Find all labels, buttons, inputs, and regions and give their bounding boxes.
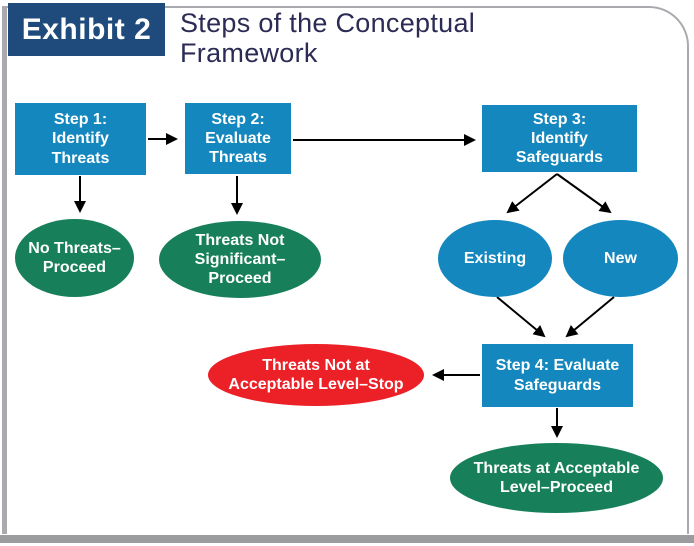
page-title: Steps of the Conceptual Framework [180, 8, 476, 69]
arrow-existing-step4 [496, 296, 546, 338]
node-no-threats-proceed-label: No Threats– Proceed [28, 239, 121, 276]
node-step4-label: Step 4: Evaluate Safeguards [495, 357, 620, 394]
node-threats-at-acceptable-level-proceed: Threats at Acceptable Level–Proceed [450, 443, 663, 513]
node-step1: Step 1: Identify Threats [15, 103, 146, 175]
arrow-new-step4 [565, 296, 615, 338]
arrow-step3-new [556, 173, 612, 214]
node-step2: Step 2: Evaluate Threats [185, 103, 291, 174]
node-threats-not-significant-proceed-label: Threats Not Significant– Proceed [194, 231, 286, 288]
node-step2-label: Step 2: Evaluate Threats [205, 110, 271, 167]
card-bottom-bar [0, 535, 694, 543]
node-threats-not-at-acceptable-level-stop-label: Threats Not at Acceptable Level–Stop [228, 356, 404, 393]
node-existing-label: Existing [463, 249, 527, 267]
node-step1-label: Step 1: Identify Threats [51, 111, 110, 167]
node-step3-label: Step 3: Identify Safeguards [515, 110, 604, 167]
node-new: New [563, 220, 678, 297]
arrow-step3-existing [506, 173, 558, 214]
node-threats-not-significant-proceed: Threats Not Significant– Proceed [159, 221, 321, 298]
node-step3: Step 3: Identify Safeguards [482, 105, 637, 172]
node-threats-at-acceptable-level-proceed-label: Threats at Acceptable Level–Proceed [473, 459, 640, 496]
exhibit-badge: Exhibit 2 [8, 3, 165, 56]
node-no-threats-proceed: No Threats– Proceed [15, 219, 134, 297]
node-new-label: New [604, 249, 637, 267]
exhibit-badge-label: Exhibit 2 [21, 12, 152, 46]
node-existing: Existing [438, 220, 552, 297]
node-threats-not-at-acceptable-level-stop: Threats Not at Acceptable Level–Stop [208, 344, 424, 406]
node-step4: Step 4: Evaluate Safeguards [482, 344, 633, 407]
